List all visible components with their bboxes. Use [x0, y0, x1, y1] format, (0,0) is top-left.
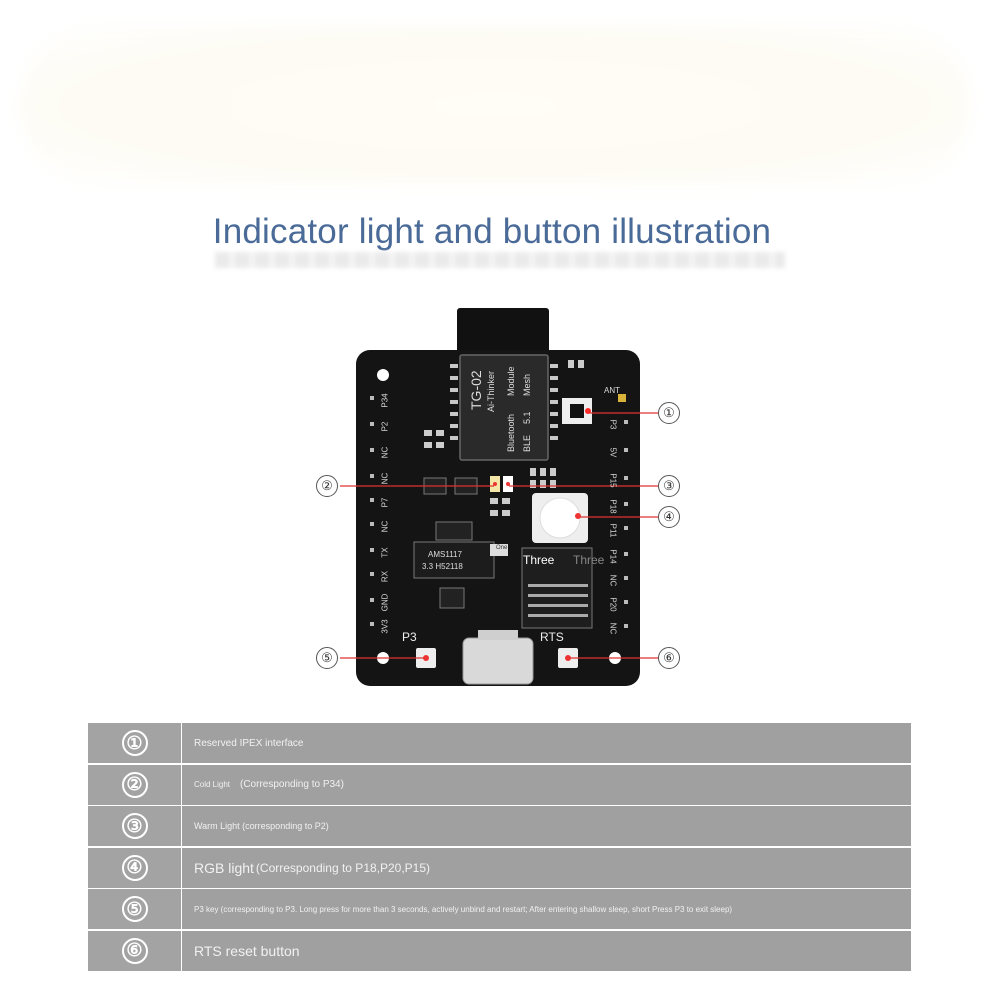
callout-4: ④: [658, 506, 680, 528]
row-description: Reserved IPEX interface: [182, 723, 911, 763]
p3-label: P3: [402, 630, 417, 644]
right-header: [624, 420, 628, 628]
chip-line2: 3.3 H52118: [422, 562, 463, 571]
row-number-badge: ④: [121, 854, 148, 881]
callout-3: ③: [658, 475, 680, 497]
top-haze-decoration: [20, 25, 970, 185]
module-line1: Module: [506, 366, 516, 396]
callout-1: ①: [658, 402, 680, 424]
module-line5: 5.1: [522, 411, 532, 424]
rts-label: RTS: [540, 630, 564, 644]
right-pin-label: 5V: [608, 447, 618, 458]
table-row: ⑤ P3 key (corresponding to P3. Long pres…: [88, 889, 911, 930]
module-brand: Ai-Thinker: [486, 370, 496, 412]
row-number-badge: ②: [121, 771, 148, 798]
module-name: TG-02: [468, 370, 484, 410]
module-line3: Bluetooth: [506, 413, 516, 452]
title-reflection: [215, 252, 785, 268]
chip-line1: AMS1117: [428, 550, 462, 559]
regulator-tab: [435, 521, 473, 541]
regulator-chip: [413, 541, 495, 579]
row-number: ④: [88, 847, 182, 888]
table-row: ① Reserved IPEX interface: [88, 723, 911, 763]
row-number: ①: [88, 723, 182, 763]
ant-pad: [618, 394, 626, 402]
one-led: [490, 544, 508, 556]
row-description: RTS reset button: [182, 930, 911, 971]
table-row: ④ RGB light (Corresponding to P18,P20,P1…: [88, 847, 911, 888]
three-right: Three: [573, 553, 605, 567]
callout-6: ⑥: [658, 647, 680, 669]
row-number-badge: ⑤: [121, 896, 148, 923]
row-description: P3 key (corresponding to P3. Long press …: [182, 889, 911, 930]
module-shield: [459, 354, 549, 461]
row-description-part: Cold Light: [194, 780, 231, 790]
row-number-badge: ③: [121, 813, 148, 840]
row-description: RGB light (Corresponding to P18,P20,P15): [182, 847, 911, 888]
antenna-block: [457, 308, 549, 360]
row-number-badge: ①: [121, 730, 148, 756]
row-description: Cold Light (Corresponding to P34): [182, 764, 911, 805]
one-label: One: [496, 545, 508, 551]
page-title: Indicator light and button illustration: [212, 212, 772, 251]
row-description-part: RGB light: [194, 859, 254, 876]
row-number: ③: [88, 806, 182, 847]
legend-table: ① Reserved IPEX interface ② Cold Light (…: [88, 723, 911, 973]
three-left: Three: [523, 553, 555, 567]
usb-connector: [462, 637, 534, 685]
mount-hole-tl: [377, 369, 389, 381]
module-pads: [450, 364, 558, 440]
table-row: ② Cold Light (Corresponding to P34): [88, 764, 911, 805]
callout-5: ⑤: [316, 647, 338, 669]
table-row: ③ Warm Light (corresponding to P2): [88, 806, 911, 847]
row-number: ⑤: [88, 889, 182, 930]
small-components: [424, 360, 584, 516]
callout-lines: [340, 412, 662, 659]
board-graphic: [340, 308, 662, 686]
table-row: ⑥ RTS reset button: [88, 930, 911, 971]
row-description-part: (Corresponding to P18,P20,P15): [255, 860, 431, 875]
right-pin-label: P3: [608, 419, 618, 430]
callout-2: ②: [316, 475, 338, 497]
row-description-part: (Corresponding to P34): [240, 779, 344, 791]
module-line2: Mesh: [522, 373, 532, 396]
module-line4: BLE: [522, 434, 532, 452]
row-description: Warm Light (corresponding to P2): [182, 806, 911, 847]
left-header: [370, 396, 374, 626]
row-number: ②: [88, 764, 182, 805]
row-number: ⑥: [88, 930, 182, 971]
right-pin-label: NC: [608, 622, 618, 635]
row-number-badge: ⑥: [121, 937, 148, 964]
board-illustration: TG-02 Ai-Thinker Module Mesh Bluetooth B…: [300, 300, 700, 700]
ant-label: ANT: [604, 386, 620, 395]
left-pin-label: 3V3: [380, 619, 390, 634]
